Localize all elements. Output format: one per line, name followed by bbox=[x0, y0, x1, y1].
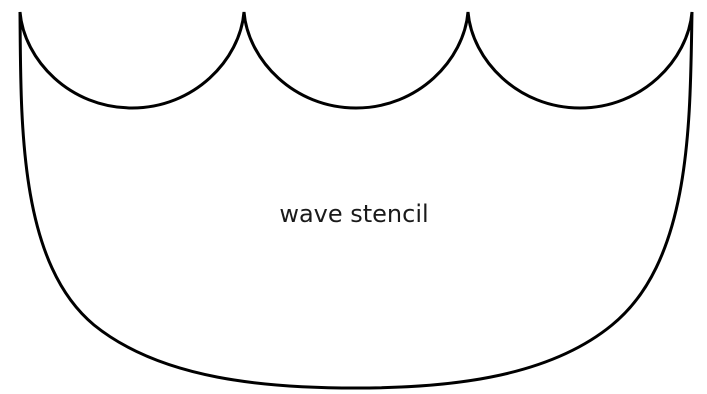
wave-stencil-outline bbox=[18, 11, 694, 390]
stencil-label: wave stencil bbox=[279, 200, 428, 228]
